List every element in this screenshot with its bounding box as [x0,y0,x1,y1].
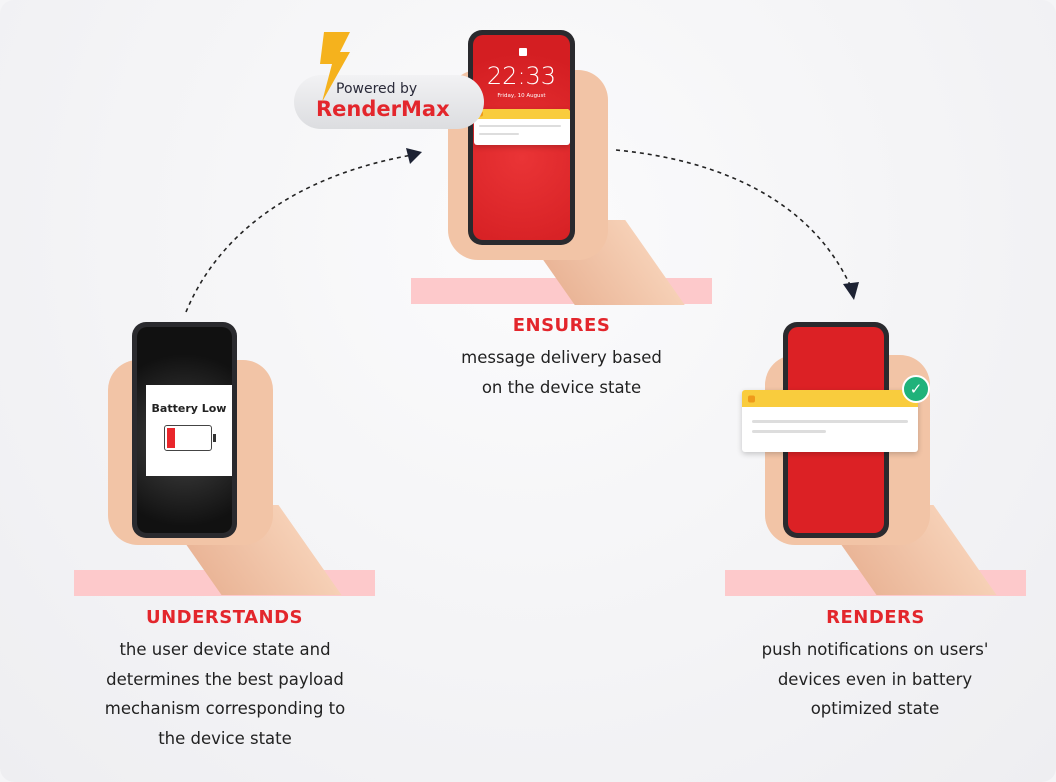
notification-card [474,109,570,145]
desc-line: optimized state [810,699,940,718]
desc-line: devices even in battery [777,669,973,689]
arrowhead-icon [406,148,422,164]
phone-lock-screen: 22:33 Friday, 10 August [468,30,575,245]
check-icon: ✓ [902,375,930,403]
desc-line: determines the best payload [106,669,344,689]
battery-low-label: Battery Low [151,402,227,415]
battery-icon [164,425,216,451]
desc-line: mechanism corresponding to [104,699,346,718]
step-title-understands: UNDERSTANDS [145,607,304,628]
desc-line: message delivery based [461,348,662,367]
desc-line: the device state [158,728,292,748]
lock-time: 22:33 [486,62,557,90]
desc-line: the user device state and [119,640,331,659]
step-title-ensures: ENSURES [512,315,611,336]
brand-name: RenderMax [316,97,450,121]
powered-by-badge: Powered by RenderMax [294,75,484,129]
lightning-icon [320,32,350,102]
battery-card: Battery Low [146,385,232,476]
notification-card [742,390,918,452]
step-desc-understands: the user device state and determines the… [40,635,410,753]
powered-by-label: Powered by [336,81,418,97]
step-desc-renders: push notifications on users' devices eve… [690,635,1056,724]
lock-icon [519,48,527,56]
desc-line: push notifications on users' [761,640,989,659]
phone-battery-low: Battery Low [132,322,237,538]
arrowhead-icon [843,282,859,300]
arrow-understands-to-ensures [185,154,413,313]
arrow-ensures-to-renders [615,149,851,286]
lock-date: Friday, 10 August [497,93,546,99]
desc-line: on the device state [481,377,642,397]
step-title-renders: RENDERS [826,607,925,628]
step-desc-ensures: message delivery based on the device sta… [380,343,743,402]
